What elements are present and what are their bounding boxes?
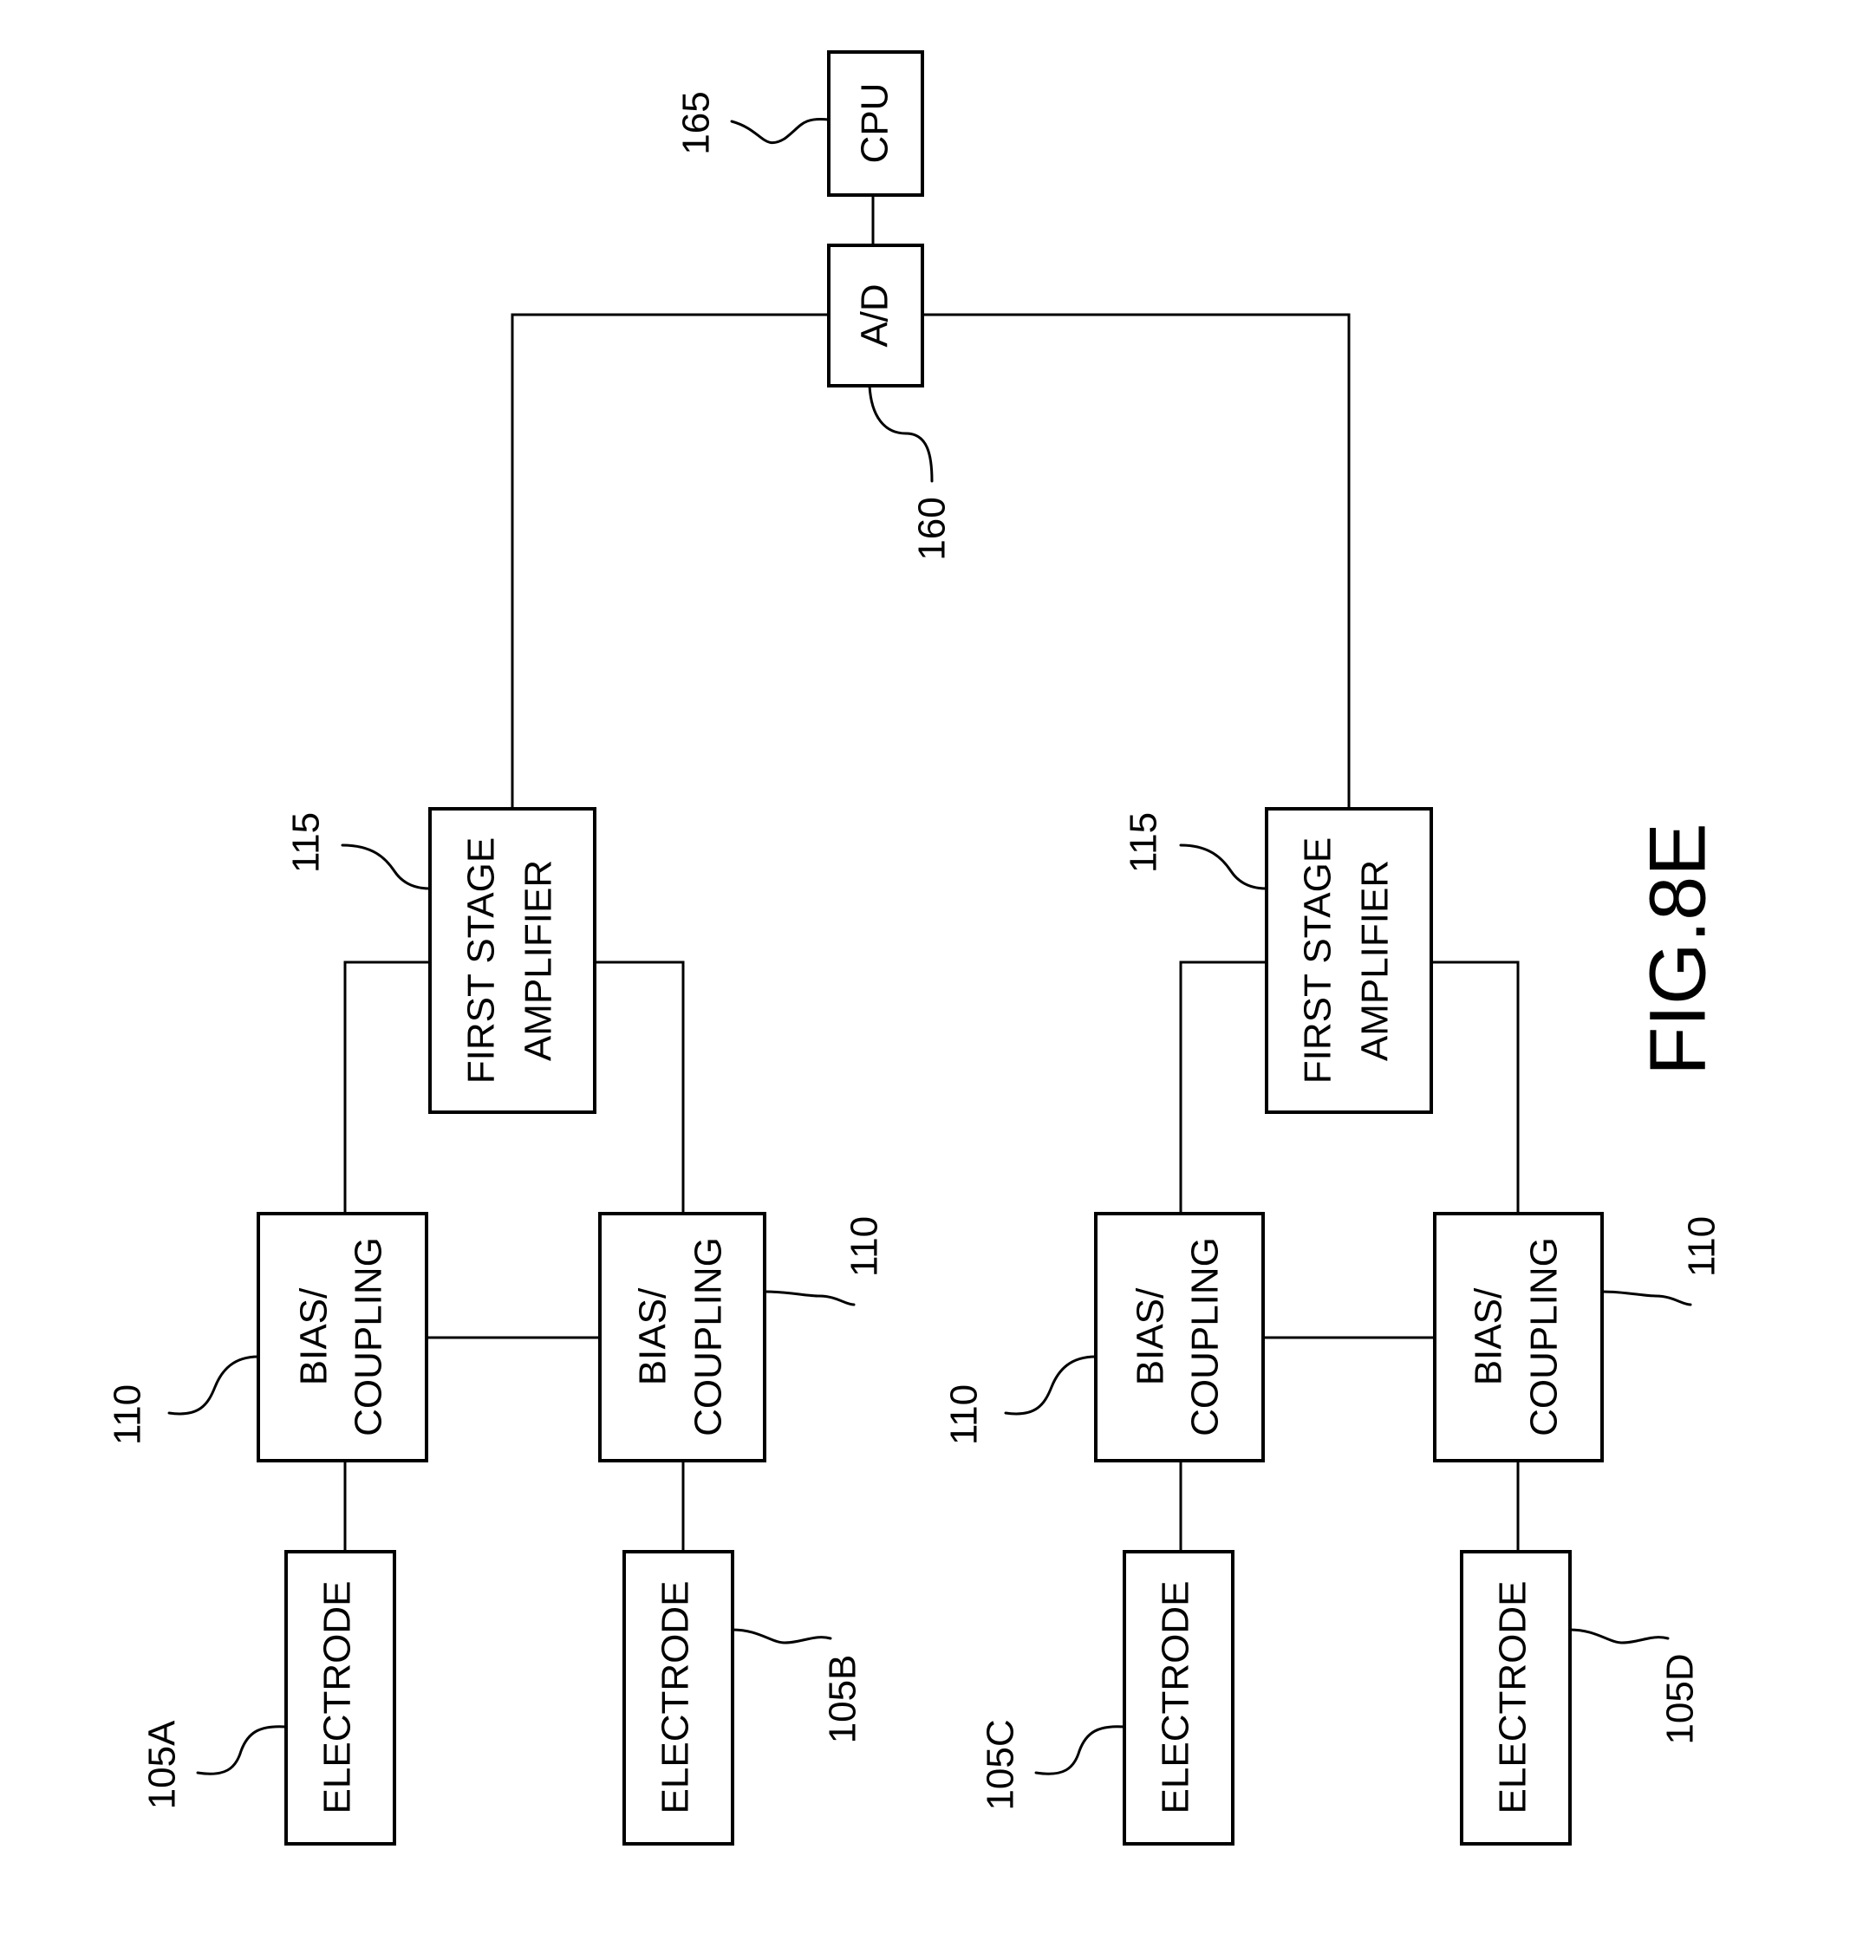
bias-coupling-3-ref-number: 110 <box>943 1384 986 1445</box>
electrode-a-block: ELECTRODE <box>286 1552 394 1844</box>
bias-coupling-4-reference: 110 <box>1602 1216 1723 1305</box>
bias-coupling-2-line1: BIAS/ <box>632 1287 674 1385</box>
bias-coupling-4-block: BIAS/ COUPLING <box>1435 1214 1602 1461</box>
bias-coupling-3-reference: 110 <box>943 1357 1096 1445</box>
electrode-c-ref-number: 105C <box>980 1719 1022 1810</box>
bias-coupling-2-line2: COUPLING <box>687 1237 730 1436</box>
amplifier-top-block: FIRST STAGE AMPLIFIER <box>430 809 595 1112</box>
wire-adc-amp-bottom <box>922 315 1349 809</box>
electrode-d-label: ELECTRODE <box>1492 1581 1534 1814</box>
electrode-d-block: ELECTRODE <box>1462 1552 1570 1844</box>
amplifier-bottom-ref-number: 115 <box>1123 812 1165 873</box>
electrode-d-ref-number: 105D <box>1659 1653 1702 1744</box>
wire-amp-bottom-bias3 <box>1181 962 1267 1214</box>
cpu-label: CPU <box>854 83 896 164</box>
wire-adc-amp-top <box>512 315 829 809</box>
electrode-a-ref-number: 105A <box>141 1720 184 1809</box>
adc-reference: 160 <box>870 386 954 561</box>
electrode-b-ref-number: 105B <box>822 1655 864 1744</box>
wire-amp-top-bias1 <box>345 962 430 1214</box>
electrode-b-label: ELECTRODE <box>655 1581 697 1814</box>
amplifier-top-ref-number: 115 <box>285 812 328 873</box>
cpu-reference: 165 <box>675 91 829 154</box>
electrode-a-label: ELECTRODE <box>316 1581 359 1814</box>
amplifier-bottom-line1: FIRST STAGE <box>1297 837 1339 1084</box>
bias-coupling-2-block: BIAS/ COUPLING <box>600 1214 765 1461</box>
cpu-ref-number: 165 <box>675 91 718 154</box>
bias-coupling-1-ref-number: 110 <box>107 1384 149 1445</box>
electrode-a-reference: 105A <box>141 1720 286 1809</box>
bias-coupling-1-line1: BIAS/ <box>293 1287 335 1385</box>
electrode-c-reference: 105C <box>980 1719 1124 1810</box>
bias-coupling-2-reference: 110 <box>765 1216 886 1305</box>
bias-coupling-1-line2: COUPLING <box>348 1237 390 1436</box>
adc-block: A/D <box>829 245 922 386</box>
figure-label: FIG.8E <box>1633 823 1722 1075</box>
amplifier-top-reference: 115 <box>285 812 430 889</box>
bias-coupling-3-line1: BIAS/ <box>1130 1287 1172 1385</box>
electrode-b-reference: 105B <box>733 1630 864 1743</box>
bias-coupling-3-line2: COUPLING <box>1184 1237 1227 1436</box>
amplifier-bottom-block: FIRST STAGE AMPLIFIER <box>1267 809 1431 1112</box>
amplifier-top-line2: AMPLIFIER <box>518 860 560 1061</box>
amplifier-bottom-reference: 115 <box>1123 812 1267 889</box>
electrode-c-block: ELECTRODE <box>1124 1552 1233 1844</box>
electrode-b-block: ELECTRODE <box>624 1552 733 1844</box>
bias-coupling-4-line2: COUPLING <box>1523 1237 1566 1436</box>
electrode-d-reference: 105D <box>1570 1630 1702 1745</box>
bias-coupling-1-block: BIAS/ COUPLING <box>258 1214 427 1461</box>
bias-coupling-3-block: BIAS/ COUPLING <box>1096 1214 1263 1461</box>
adc-label: A/D <box>854 283 896 347</box>
electrode-c-label: ELECTRODE <box>1155 1581 1197 1814</box>
adc-ref-number: 160 <box>911 497 954 560</box>
bias-coupling-2-ref-number: 110 <box>844 1216 886 1277</box>
bias-coupling-4-ref-number: 110 <box>1681 1216 1723 1277</box>
wire-amp-top-bias2 <box>595 962 683 1214</box>
amplifier-top-line1: FIRST STAGE <box>460 837 503 1084</box>
cpu-block: CPU <box>829 52 922 195</box>
bias-coupling-4-line1: BIAS/ <box>1468 1287 1510 1385</box>
bias-coupling-1-reference: 110 <box>107 1357 258 1445</box>
wire-amp-bottom-bias4 <box>1431 962 1518 1214</box>
amplifier-bottom-line2: AMPLIFIER <box>1354 860 1397 1061</box>
